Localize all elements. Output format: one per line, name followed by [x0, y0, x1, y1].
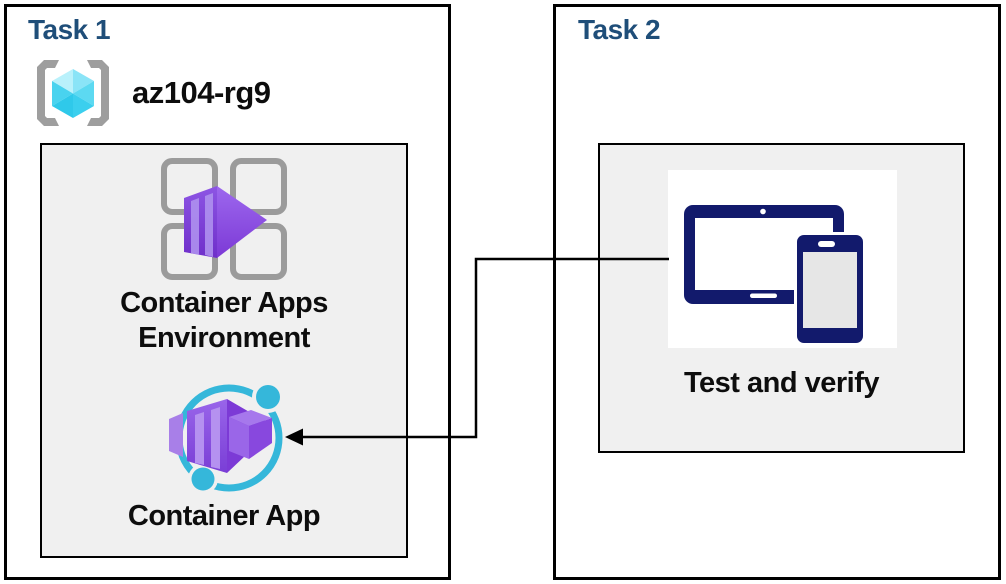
task2-title: Task 2	[578, 14, 661, 45]
task1-title: Task 1	[28, 14, 111, 45]
container-apps-environment-icon	[161, 158, 287, 280]
tablet-and-phone-icon	[668, 170, 897, 348]
resource-group-icon	[34, 58, 112, 128]
environment-label-line1: Container Apps	[120, 287, 328, 319]
container-app-label: Container App	[127, 500, 321, 532]
resource-group-cube	[52, 69, 94, 118]
test-and-verify-label: Test and verify	[683, 367, 880, 399]
container-app-icon	[167, 377, 291, 497]
resource-group-name: az104-rg9	[132, 75, 271, 110]
environment-label-line2: Environment	[138, 322, 310, 354]
environment-label: Container Apps Environment	[40, 286, 408, 356]
